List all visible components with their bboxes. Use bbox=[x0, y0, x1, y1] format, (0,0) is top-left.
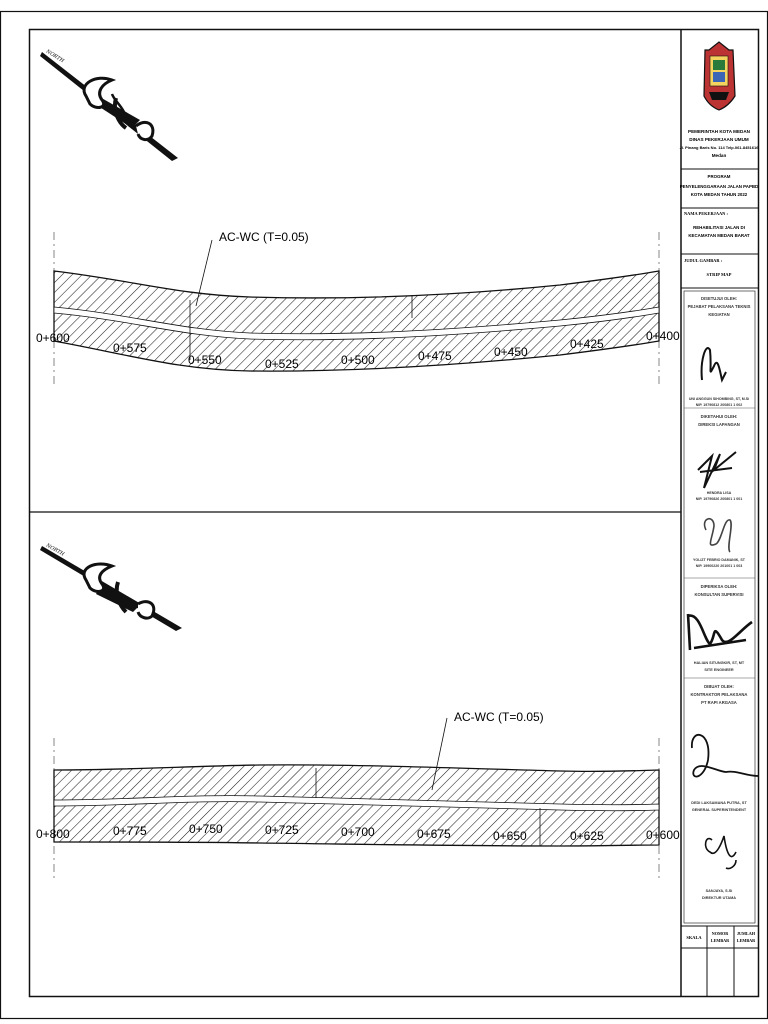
known-line: DIKETAHUI OLEH: bbox=[701, 414, 738, 419]
station-label: 0+475 bbox=[418, 349, 452, 363]
station-label: 0+625 bbox=[570, 829, 604, 843]
title-block: PEMERINTAH KOTA MEDAN DINAS PEKERJAAN UM… bbox=[680, 41, 760, 996]
station-label: 0+500 bbox=[341, 353, 375, 367]
checked-line: KONSULTAN SUPERVISI bbox=[694, 592, 743, 597]
road-strip bbox=[53, 270, 660, 372]
direksi2-name: YOLIZT FEBRIO DAMANIK, ST bbox=[693, 558, 746, 562]
ppk-name: UNI ANGGUN SIHOMBING, ST, M.Si bbox=[689, 397, 749, 401]
known-line: DIREKSI LAPANGAN bbox=[698, 422, 740, 427]
supervisi-title: SITE ENGINEER bbox=[704, 668, 734, 672]
jumlah-label: LEMBAR bbox=[737, 938, 756, 943]
station-label: 0+450 bbox=[494, 345, 528, 359]
station-labels: 0+600 0+575 0+550 0+525 0+500 0+475 0+45… bbox=[36, 329, 680, 371]
signature-ppk bbox=[700, 347, 727, 383]
checked-line: DIPERIKSA OLEH: bbox=[701, 584, 738, 589]
direksi2-nip: NIP. 19900220 201001 1 003 bbox=[696, 564, 743, 568]
signature-general-superintendent bbox=[691, 734, 759, 778]
signature-direksi-1 bbox=[697, 451, 737, 489]
station-label: 0+600 bbox=[36, 331, 70, 345]
director-title: DIREKTUR UTAMA bbox=[702, 896, 736, 900]
strip-map-panel-1: NORTH AC-WC (T=0.05) 0+600 0+575 0+550 0… bbox=[36, 48, 680, 385]
station-label: 0+525 bbox=[265, 357, 299, 371]
north-arrow-icon: NORTH bbox=[40, 48, 178, 161]
station-label: 0+400 bbox=[646, 329, 680, 343]
signature-rules bbox=[684, 407, 755, 679]
station-label: 0+425 bbox=[570, 337, 604, 351]
label-leader-line bbox=[195, 239, 213, 307]
title-block-rules bbox=[681, 168, 758, 996]
approved-by-block: DISETUJUI OLEH: PEJABAT PELAKSANA TEKNIS… bbox=[688, 296, 751, 317]
city-seal-logo bbox=[703, 41, 736, 111]
direksi1-name-block: HENDRA LISA NIP. 19790826 200801 1 001 bbox=[696, 491, 743, 501]
direksi2-name-block: YOLIZT FEBRIO DAMANIK, ST NIP. 19900220 … bbox=[693, 558, 746, 568]
road-strip bbox=[53, 764, 660, 847]
nomor-label: NOMOR bbox=[712, 931, 729, 936]
skala-label: SKALA bbox=[686, 935, 702, 940]
program-line: KOTA MEDAN TAHUN 2022 bbox=[691, 192, 748, 197]
approved-line: DISETUJUI OLEH: bbox=[701, 296, 737, 301]
signature-panel bbox=[683, 290, 756, 924]
approved-line: PEJABAT PELAKSANA TEKNIS bbox=[688, 304, 751, 309]
gs-name-block: DEDI LAKSAMANA PUTRA, ST GENERAL SUPERIN… bbox=[691, 801, 747, 812]
station-label: 0+775 bbox=[113, 824, 147, 838]
judul-gambar: STRIP MAP bbox=[707, 272, 732, 277]
agency-block: PEMERINTAH KOTA MEDAN DINAS PEKERJAAN UM… bbox=[680, 129, 760, 158]
judul-gambar-label: JUDUL GAMBAR : bbox=[684, 258, 723, 263]
jumlah-label: JUMLAH bbox=[737, 931, 756, 936]
director-name: SANJAYA, S.Si bbox=[706, 889, 733, 893]
outer-frame bbox=[0, 10, 768, 1020]
program-block: PROGRAM PENYELENGGARAAN JALAN PAPBD KOTA… bbox=[680, 174, 758, 197]
signature-director bbox=[704, 835, 737, 870]
station-label: 0+700 bbox=[341, 825, 375, 839]
prepared-line: DIBUAT OLEH: bbox=[704, 684, 734, 689]
ppk-name-block: UNI ANGGUN SIHOMBING, ST, M.Si NIP. 1979… bbox=[689, 397, 749, 407]
agency-line: PEMERINTAH KOTA MEDAN bbox=[688, 129, 751, 134]
signature-direksi-2 bbox=[703, 518, 732, 553]
direksi1-name: HENDRA LISA bbox=[707, 491, 732, 495]
road-centerline bbox=[53, 795, 660, 812]
north-arrow-icon: NORTH bbox=[40, 542, 182, 631]
ppk-nip: NIP. 19790812 200801 1 002 bbox=[696, 403, 743, 407]
checked-by-block: DIPERIKSA OLEH: KONSULTAN SUPERVISI bbox=[694, 584, 743, 597]
nama-pekerjaan-label: NAMA PEKERJAAN : bbox=[684, 211, 728, 216]
station-label: 0+725 bbox=[265, 823, 299, 837]
signature-supervisi bbox=[686, 613, 753, 651]
label-leader-line bbox=[431, 717, 448, 791]
station-label: 0+550 bbox=[188, 353, 222, 367]
direksi1-nip: NIP. 19790826 200801 1 001 bbox=[696, 497, 743, 501]
station-label: 0+750 bbox=[189, 822, 223, 836]
approved-line: KEGIATAN bbox=[708, 312, 729, 317]
station-labels: 0+800 0+775 0+750 0+725 0+700 0+675 0+65… bbox=[36, 822, 680, 843]
prepared-line: PT RAPI ARGASA bbox=[701, 700, 737, 705]
nama-pekerjaan-line: KECAMATAN MEDAN BARAT bbox=[688, 233, 750, 238]
supervisi-name-block: HALIAN SITUNGKIR, ST, MT SITE ENGINEER bbox=[694, 661, 745, 672]
station-label: 0+600 bbox=[646, 828, 680, 842]
nama-pekerjaan-line: REHABILITASI JALAN DI bbox=[693, 225, 745, 230]
station-label: 0+675 bbox=[417, 827, 451, 841]
supervisi-name: HALIAN SITUNGKIR, ST, MT bbox=[694, 661, 745, 665]
director-name-block: SANJAYA, S.Si DIREKTUR UTAMA bbox=[702, 889, 736, 900]
known-by-block: DIKETAHUI OLEH: DIREKSI LAPANGAN bbox=[698, 414, 740, 427]
road-centerline bbox=[53, 306, 660, 341]
program-line: PROGRAM bbox=[708, 174, 731, 179]
inner-frame bbox=[28, 28, 760, 998]
station-label: 0+800 bbox=[36, 827, 70, 841]
layer-label: AC-WC (T=0.05) bbox=[454, 710, 544, 724]
station-label: 0+575 bbox=[113, 341, 147, 355]
nama-pekerjaan: REHABILITASI JALAN DI KECAMATAN MEDAN BA… bbox=[688, 225, 750, 238]
agency-line: Medan bbox=[712, 153, 727, 158]
gs-name: DEDI LAKSAMANA PUTRA, ST bbox=[691, 801, 747, 805]
strip-map-panel-2: NORTH AC-WC (T=0.05) 0+800 0+775 0+750 0… bbox=[36, 542, 680, 880]
prepared-line: KONTRAKTOR PELAKSANA bbox=[691, 692, 748, 697]
agency-line: Jl. Pinang Baris No. 114 Telp.061-845161… bbox=[680, 145, 760, 150]
layer-label: AC-WC (T=0.05) bbox=[219, 230, 309, 244]
nomor-label: LEMBAR bbox=[711, 938, 730, 943]
agency-line: DINAS PEKERJAAN UMUM bbox=[689, 137, 749, 142]
program-line: PENYELENGGARAAN JALAN PAPBD bbox=[680, 184, 758, 189]
station-label: 0+650 bbox=[493, 829, 527, 843]
gs-title: GENERAL SUPERINTENDENT bbox=[692, 808, 747, 812]
prepared-by-block: DIBUAT OLEH: KONTRAKTOR PELAKSANA PT RAP… bbox=[691, 684, 748, 705]
